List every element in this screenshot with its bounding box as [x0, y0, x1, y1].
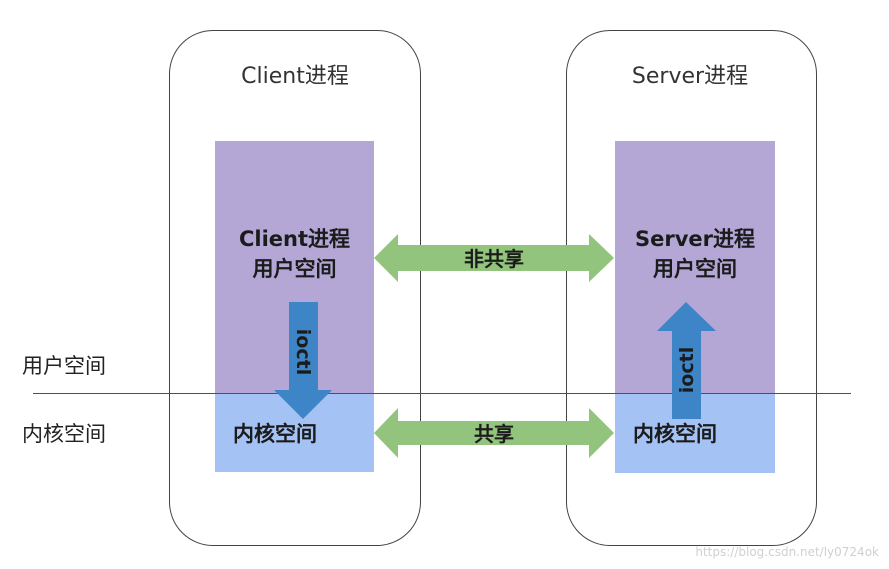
user-space-link-arrow — [374, 234, 614, 282]
server-ioctl-arrow — [657, 302, 716, 419]
server-user-space-label: Server进程 用户空间 — [615, 224, 775, 284]
server-user-space-label-line2: 用户空间 — [653, 257, 737, 281]
client-process-title: Client进程 — [241, 64, 349, 89]
client-ioctl-label: ioctl — [292, 329, 314, 375]
kernel-space-side-label: 内核空间 — [22, 422, 106, 446]
kernel-space-link-label: 共享 — [474, 422, 514, 446]
user-space-side-label: 用户空间 — [22, 354, 106, 378]
client-user-space-label-line2: 用户空间 — [252, 257, 337, 281]
watermark-text: https://blog.csdn.net/ly0724ok — [695, 545, 879, 559]
kernel-space-link-arrow — [374, 408, 614, 458]
client-user-space-label-line1: Client进程 — [238, 227, 351, 251]
client-kernel-space-label: 内核空间 — [233, 422, 317, 446]
client-user-space-label: Client进程 用户空间 — [215, 224, 374, 284]
user-space-link-label: 非共享 — [464, 247, 524, 271]
server-user-space-label-line1: Server进程 — [634, 227, 755, 251]
server-ioctl-label: ioctl — [676, 347, 698, 393]
server-kernel-space-label: 内核空间 — [633, 422, 717, 446]
client-ioctl-arrow — [274, 302, 332, 419]
user-kernel-boundary-line — [33, 393, 851, 394]
server-process-title: Server进程 — [631, 64, 749, 89]
